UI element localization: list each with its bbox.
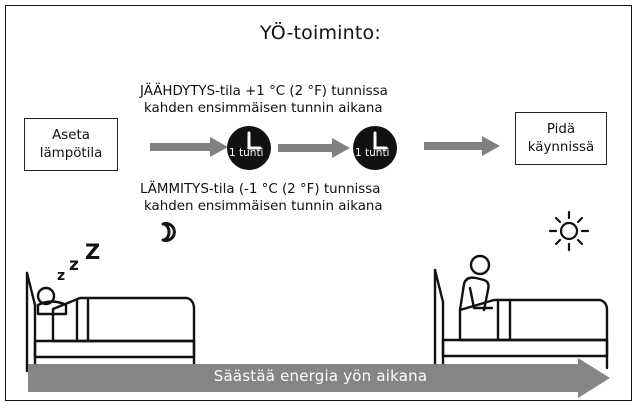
start-box-line2: lämpötila: [39, 145, 103, 161]
clock-icon: [227, 126, 271, 170]
heating-note-line1: LÄMMITYS-tila (-1 °C (2 °F) tunnissa: [140, 182, 381, 197]
diagram-frame: [5, 5, 632, 401]
cooling-note: JÄÄHDYTYS-tila +1 °C (2 °F) tunnissa kah…: [140, 83, 388, 117]
sitting-person-in-bed-icon: [433, 254, 609, 370]
arrow-clock2-to-end: [424, 136, 500, 156]
moon-icon: [161, 222, 176, 242]
arrow-clock1-to-clock2: [278, 138, 350, 158]
energy-saving-banner-arrow: [28, 358, 610, 398]
sleep-z-small: z: [57, 268, 66, 284]
sleep-z-large: Z: [85, 240, 101, 264]
cooling-note-line1: JÄÄHDYTYS-tila +1 °C (2 °F) tunnissa: [140, 84, 388, 99]
start-box: Aseta lämpötila: [24, 118, 118, 171]
end-box: Pidä käynnissä: [515, 112, 607, 165]
heating-note: LÄMMITYS-tila (-1 °C (2 °F) tunnissa kah…: [140, 181, 383, 215]
arrow-start-to-clock1: [150, 137, 228, 157]
end-box-line2: käynnissä: [527, 139, 595, 155]
clock-1-label: 1 tunti: [229, 147, 264, 159]
cooling-note-line2: kahden ensimmäisen tunnin aikana: [144, 101, 383, 116]
clock-2-label: 1 tunti: [355, 147, 390, 159]
sun-icon: [548, 210, 590, 252]
sleeping-person-in-bed-icon: [25, 271, 196, 373]
sleep-z-medium: z: [69, 255, 79, 275]
clock-icon: [353, 126, 397, 170]
heating-note-line2: kahden ensimmäisen tunnin aikana: [144, 199, 383, 214]
end-box-line1: Pidä: [546, 121, 576, 137]
energy-saving-banner-text: Säästää energia yön aikana: [213, 367, 428, 385]
start-box-line1: Aseta: [52, 127, 90, 143]
diagram-title: YÖ-toiminto:: [260, 22, 381, 44]
